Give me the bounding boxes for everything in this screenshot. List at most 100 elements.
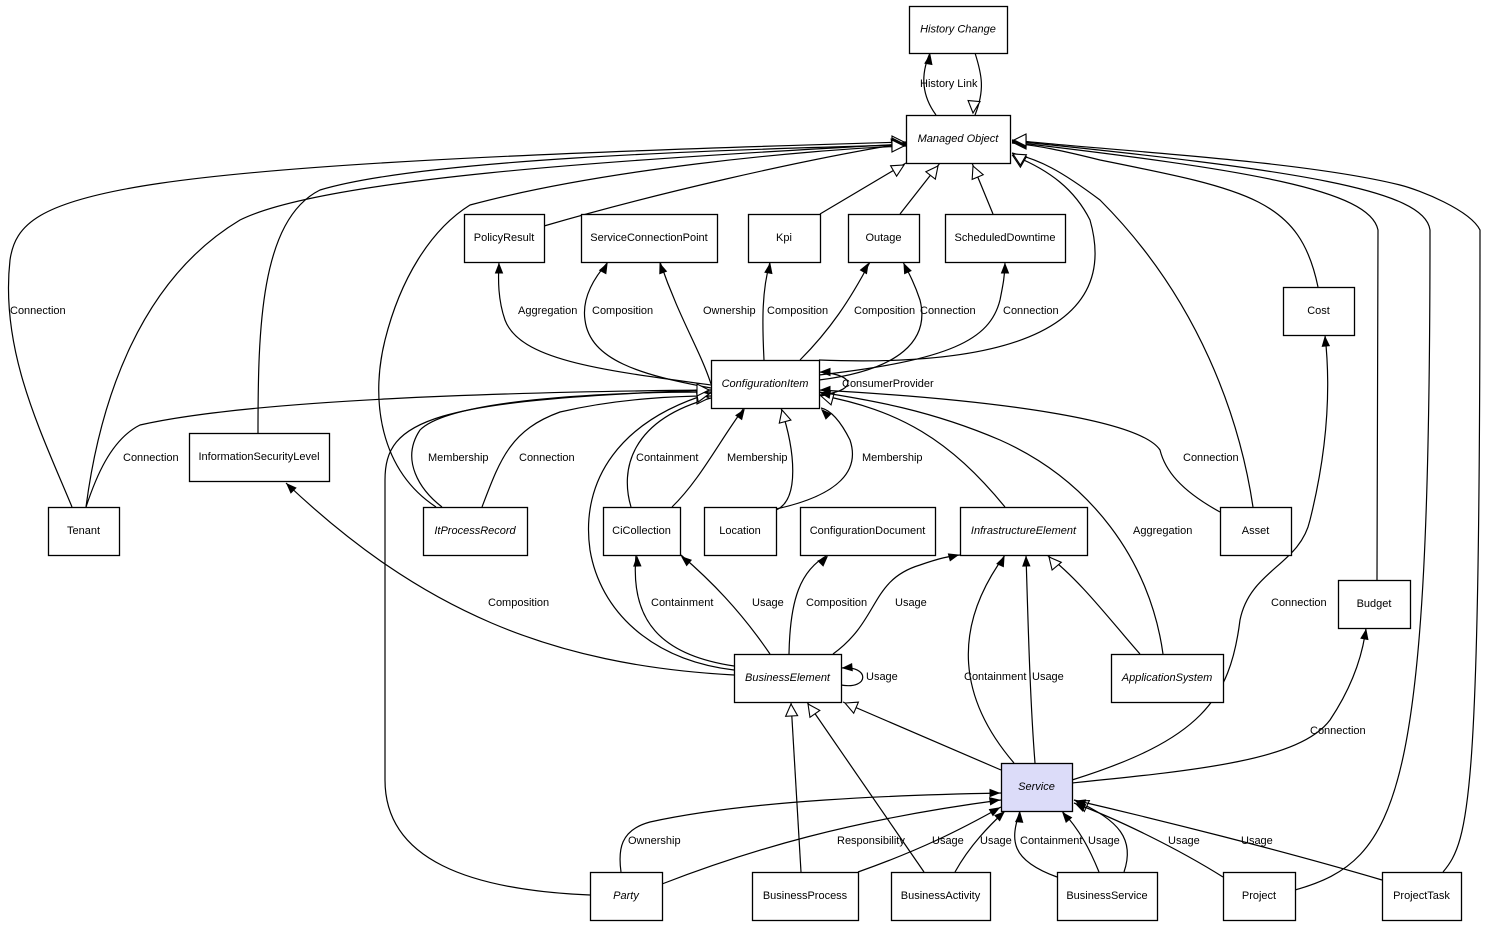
class-name: InfrastructureElement [971,525,1077,537]
class-node-outage[interactable]: Outage [847,213,921,264]
filled-arrowhead-icon [494,262,504,274]
class-node-cost[interactable]: Cost [1282,286,1356,337]
edge-line [659,261,712,385]
class-node-business-activity[interactable]: BusinessActivity [890,871,992,922]
filled-arrowhead-icon [989,788,1001,798]
edge-business-process-to-service [857,806,1002,873]
edge-label: Usage [980,835,1012,847]
class-node-application-system[interactable]: ApplicationSystem [1110,653,1225,704]
edge-business-activity-to-business-element [806,701,925,873]
class-box [733,653,843,704]
class-name: ConfigurationItem [722,378,809,390]
class-node-configuration-item[interactable]: ConfigurationItem [710,359,821,410]
class-node-project[interactable]: Project [1222,871,1297,922]
class-node-ci-collection[interactable]: CiCollection [602,506,682,557]
edge-location-to-configuration-item [775,407,854,510]
edge-asset-to-configuration-item [818,385,1221,513]
class-node-service-connection-point[interactable]: ServiceConnectionPoint [580,213,719,264]
class-name: ConfigurationDocument [810,525,926,537]
edge-line [257,144,907,434]
class-node-business-process[interactable]: BusinessProcess [751,871,860,922]
edge-label: Usage [866,671,898,683]
edge-business-activity-to-service [954,810,1006,873]
filled-arrowhead-icon [819,367,831,377]
filled-arrowhead-icon [1022,555,1031,567]
class-node-asset[interactable]: Asset [1219,506,1293,557]
edge-line [1011,140,1431,891]
class-node-service[interactable]: Service [1000,762,1074,813]
class-name: ProjectTask [1393,890,1450,902]
filled-arrowhead-icon [947,553,960,562]
class-node-infrastructure-element[interactable]: InfrastructureElement [959,506,1089,557]
edge-line [842,701,1002,771]
edge-it-process-record-to-managed-object [378,139,907,508]
class-name: Cost [1307,305,1330,317]
edge-line [583,261,712,389]
class-name: Outage [865,232,901,244]
edge-line [680,554,771,655]
edge-line [85,389,712,508]
class-box [751,871,860,922]
edge-line [818,261,1006,376]
edge-kpi-to-managed-object [819,162,907,215]
edge-configuration-item-to-outage [799,261,871,361]
edge-label: Connection [123,452,179,464]
class-node-business-element[interactable]: BusinessElement [733,653,843,704]
edge-label: Containment [1020,835,1082,847]
edge-label: Composition [488,597,549,609]
class-node-tenant[interactable]: Tenant [47,506,121,557]
class-node-scheduled-downtime[interactable]: ScheduledDowntime [944,213,1067,264]
edge-line [790,701,802,873]
class-node-business-service[interactable]: BusinessService [1056,871,1159,922]
edge-line [481,395,712,508]
edge-label: Aggregation [1133,525,1192,537]
edge-line [661,799,1002,885]
class-node-kpi[interactable]: Kpi [747,213,822,264]
edge-line [285,482,735,676]
hollow-triangle-arrowhead-icon [778,408,792,424]
class-name: Service [1018,781,1055,793]
edge-line [1071,627,1367,784]
class-name: CiCollection [612,525,671,537]
filled-arrowhead-icon [821,409,832,420]
class-node-it-process-record[interactable]: ItProcessRecord [422,506,529,557]
class-node-configuration-document[interactable]: ConfigurationDocument [799,506,937,557]
edge-service-to-infrastructure-element [967,554,1015,764]
edge-label: Composition [854,305,915,317]
class-node-project-task[interactable]: ProjectTask [1381,871,1463,922]
edge-label: ConsumerProvider [842,378,934,390]
class-box [703,506,778,557]
class-node-location[interactable]: Location [703,506,778,557]
edge-business-process-to-business-element [784,701,802,873]
edge-label: Connection [1310,725,1366,737]
filled-arrowhead-icon [598,262,608,275]
filled-arrowhead-icon [659,262,668,275]
class-node-budget[interactable]: Budget [1337,579,1412,630]
filled-arrowhead-icon [924,53,933,66]
class-node-party[interactable]: Party [589,871,664,922]
edge-line [671,407,745,508]
edge-service-to-cost [1071,334,1331,781]
class-box [1337,579,1412,630]
edge-line [1073,802,1224,878]
class-box [1056,871,1159,922]
class-node-policy-result[interactable]: PolicyResult [463,213,546,264]
edge-label: Aggregation [518,305,577,317]
edge-label: Composition [767,305,828,317]
edge-business-element-to-ci-collection [680,554,771,655]
hollow-triangle-arrowhead-icon [1011,153,1028,167]
class-node-history-change[interactable]: History Change [908,5,1009,55]
edge-line [634,554,735,667]
class-name: Tenant [67,525,100,537]
edge-application-system-to-infrastructure-element [1046,554,1141,655]
class-name: BusinessProcess [763,890,848,902]
class-node-managed-object[interactable]: Managed Object [905,114,1012,165]
class-node-information-security-level[interactable]: InformationSecurityLevel [188,432,331,483]
class-box [422,506,529,557]
filled-arrowhead-icon [764,262,773,275]
edge-business-element-to-business-element [840,662,864,687]
edge-business-element-to-information-security-level [285,482,735,676]
edge-cost-to-managed-object [1011,136,1319,288]
edge-line [1071,334,1329,781]
